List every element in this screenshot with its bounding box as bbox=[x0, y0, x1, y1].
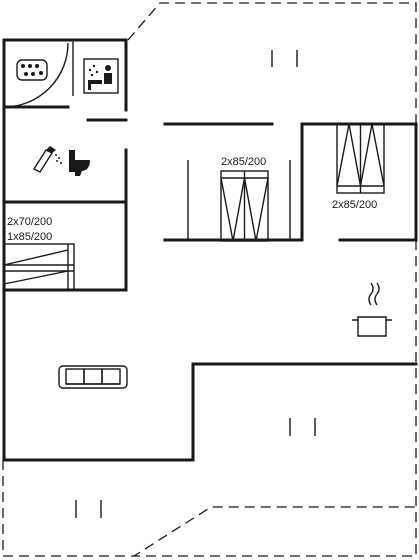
bed-center bbox=[220, 170, 269, 242]
stove-pot-icon bbox=[352, 282, 392, 337]
whirlpool-icon bbox=[16, 59, 48, 81]
terrace-post-icon bbox=[75, 500, 102, 518]
door-swing-arc bbox=[3, 42, 69, 108]
toilet-icon bbox=[69, 150, 90, 176]
wall-outer-left-bottom bbox=[2, 38, 418, 462]
terrace-right-outline bbox=[134, 240, 417, 557]
terrace-top-outline bbox=[127, 2, 417, 128]
sauna-icon bbox=[83, 58, 119, 94]
wall-top-left bbox=[2, 38, 128, 112]
walls bbox=[2, 38, 418, 462]
terrace-bottom-outline bbox=[2, 460, 416, 557]
bed-left-label-1: 2x70/200 bbox=[7, 216, 52, 228]
bed-left-label-2: 1x85/200 bbox=[7, 231, 52, 243]
wall-top-right bbox=[300, 122, 418, 242]
sofa-icon bbox=[58, 365, 128, 389]
bed-center-label: 2x85/200 bbox=[221, 156, 266, 168]
shower-icon bbox=[32, 146, 62, 173]
terrace-posts bbox=[75, 50, 316, 518]
bed-right-label: 2x85/200 bbox=[332, 199, 377, 211]
terrace-post-icon bbox=[271, 50, 298, 67]
bunk-bed bbox=[3, 243, 75, 291]
bed-right bbox=[336, 123, 385, 194]
terrace-post-icon bbox=[289, 418, 316, 436]
